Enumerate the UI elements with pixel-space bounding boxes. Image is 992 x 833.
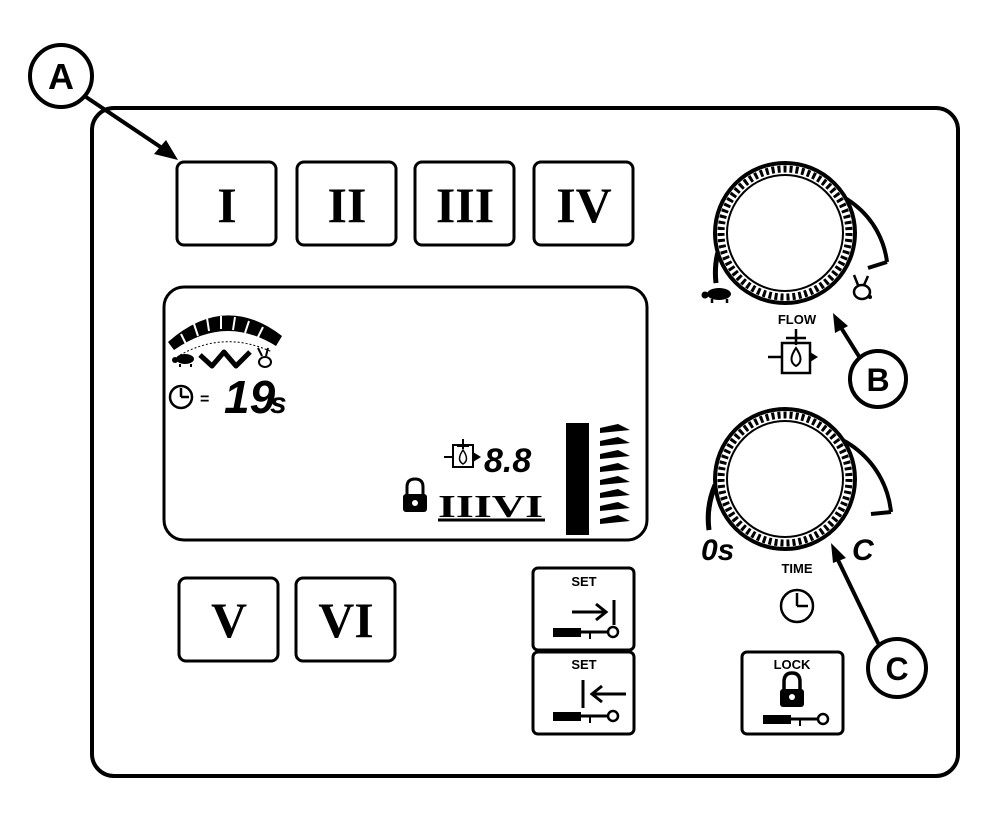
preset-indicator: IIIVI bbox=[438, 488, 543, 524]
flow-value: 8.8 bbox=[484, 442, 531, 480]
callout-a: A bbox=[28, 43, 178, 160]
arrowhead-icon bbox=[831, 543, 846, 563]
preset-button-6[interactable]: VI bbox=[294, 576, 397, 663]
arrow-to-line-icon bbox=[572, 600, 616, 625]
clock-icon bbox=[779, 588, 815, 624]
preset-button-3[interactable]: III bbox=[413, 160, 516, 247]
key-icon bbox=[763, 712, 830, 726]
lock-icon bbox=[780, 671, 804, 707]
callout-a-label: A bbox=[48, 56, 74, 97]
preset-button-4[interactable]: IV bbox=[532, 160, 635, 247]
wave-icon bbox=[198, 349, 252, 369]
flow-knob[interactable] bbox=[712, 161, 889, 305]
preset-button-4-label: IV bbox=[556, 177, 612, 233]
lock-button[interactable]: LOCK bbox=[740, 650, 845, 736]
lcd-display: = 19 s 8.8 IIIVI bbox=[162, 285, 649, 542]
turtle-icon bbox=[172, 354, 194, 367]
set-in-button[interactable]: SET bbox=[531, 650, 636, 736]
timer-value: 19 bbox=[224, 371, 276, 423]
level-ticks bbox=[600, 424, 630, 524]
timer-equals: = bbox=[200, 391, 209, 408]
preset-button-3-label: III bbox=[436, 177, 494, 233]
set-out-label: SET bbox=[571, 574, 596, 589]
preset-button-5[interactable]: V bbox=[177, 576, 280, 663]
preset-button-5-label: V bbox=[211, 592, 247, 648]
rabbit-icon bbox=[852, 274, 872, 301]
arrowhead-icon bbox=[833, 313, 848, 333]
time-knob-max-label: C bbox=[852, 534, 875, 567]
time-knob[interactable] bbox=[705, 407, 893, 551]
preset-button-1-label: I bbox=[217, 177, 236, 233]
gas-flow-icon bbox=[444, 439, 481, 468]
lock-indicator-icon bbox=[403, 477, 427, 512]
preset-button-6-label: VI bbox=[318, 592, 374, 648]
preset-button-1[interactable]: I bbox=[175, 160, 278, 247]
set-out-button[interactable]: SET bbox=[531, 566, 636, 652]
clock-icon bbox=[168, 384, 194, 410]
level-bar bbox=[566, 423, 589, 535]
callout-b: B bbox=[833, 313, 908, 409]
key-icon bbox=[553, 709, 620, 723]
flow-bargraph bbox=[168, 315, 282, 356]
preset-button-2[interactable]: II bbox=[295, 160, 398, 247]
rabbit-icon bbox=[257, 347, 272, 368]
arrow-from-line-icon bbox=[581, 680, 626, 708]
callout-c: C bbox=[831, 543, 928, 699]
flow-knob-label: FLOW bbox=[778, 312, 817, 327]
gas-flow-icon bbox=[768, 329, 818, 375]
arrowhead-icon bbox=[154, 140, 178, 160]
time-knob-min-label: 0s bbox=[701, 534, 734, 567]
lock-button-label: LOCK bbox=[774, 657, 811, 672]
callout-c-label: C bbox=[885, 651, 908, 687]
turtle-icon bbox=[701, 288, 731, 303]
key-icon bbox=[553, 625, 620, 639]
callout-b-label: B bbox=[866, 362, 889, 398]
timer-unit: s bbox=[270, 387, 287, 420]
preset-button-2-label: II bbox=[328, 177, 367, 233]
panel-frame bbox=[90, 106, 960, 778]
time-knob-label: TIME bbox=[781, 561, 812, 576]
set-in-label: SET bbox=[571, 657, 596, 672]
